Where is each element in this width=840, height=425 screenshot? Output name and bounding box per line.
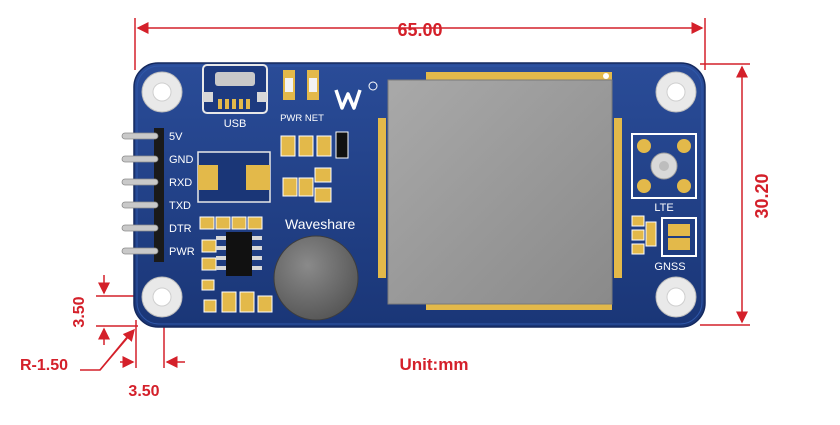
- waveshare-logo-icon: [334, 81, 378, 110]
- components-left: [197, 131, 349, 313]
- mounting-hole-bottom-right: [655, 276, 697, 318]
- lte-label: LTE: [654, 202, 673, 214]
- pin-label-5v: 5V: [169, 131, 183, 143]
- corner-radius-label: R-1.50: [20, 357, 68, 374]
- mounting-hole-top-right: [655, 71, 697, 113]
- usb-label: USB: [224, 118, 247, 130]
- mounting-hole-bottom-left: [141, 276, 183, 318]
- height-dimension-label: 30.20: [752, 173, 772, 218]
- corner-vertical-dimension-label: 3.50: [71, 296, 88, 327]
- lte-module: [378, 72, 622, 310]
- pin-labels: 5V GND RXD TXD DTR PWR: [169, 131, 195, 258]
- pin-header: [121, 128, 164, 262]
- corner-horizontal-dimension-label: 3.50: [128, 383, 159, 400]
- gnss-label: GNSS: [654, 261, 685, 273]
- backup-battery: [273, 235, 359, 321]
- pin-label-dtr: DTR: [169, 223, 192, 235]
- status-leds: [283, 70, 319, 100]
- module-pads: [378, 72, 622, 310]
- pin-label-pwr: PWR: [169, 246, 195, 258]
- mounting-hole-top-left: [141, 71, 183, 113]
- pwr-net-label: PWR NET: [280, 113, 324, 124]
- pin-label-gnd: GND: [169, 154, 194, 166]
- usb-connector: [202, 64, 268, 114]
- unit-label: Unit:mm: [400, 355, 469, 374]
- width-dimension-label: 65.00: [397, 20, 442, 40]
- lte-antenna-connector: [631, 133, 697, 199]
- pin-label-txd: TXD: [169, 200, 191, 212]
- brand-label: Waveshare: [285, 216, 356, 232]
- dimension-lines: [80, 18, 750, 371]
- pin-label-rxd: RXD: [169, 177, 192, 189]
- mounting-holes: [141, 71, 697, 318]
- gnss-antenna-connector: [631, 215, 697, 257]
